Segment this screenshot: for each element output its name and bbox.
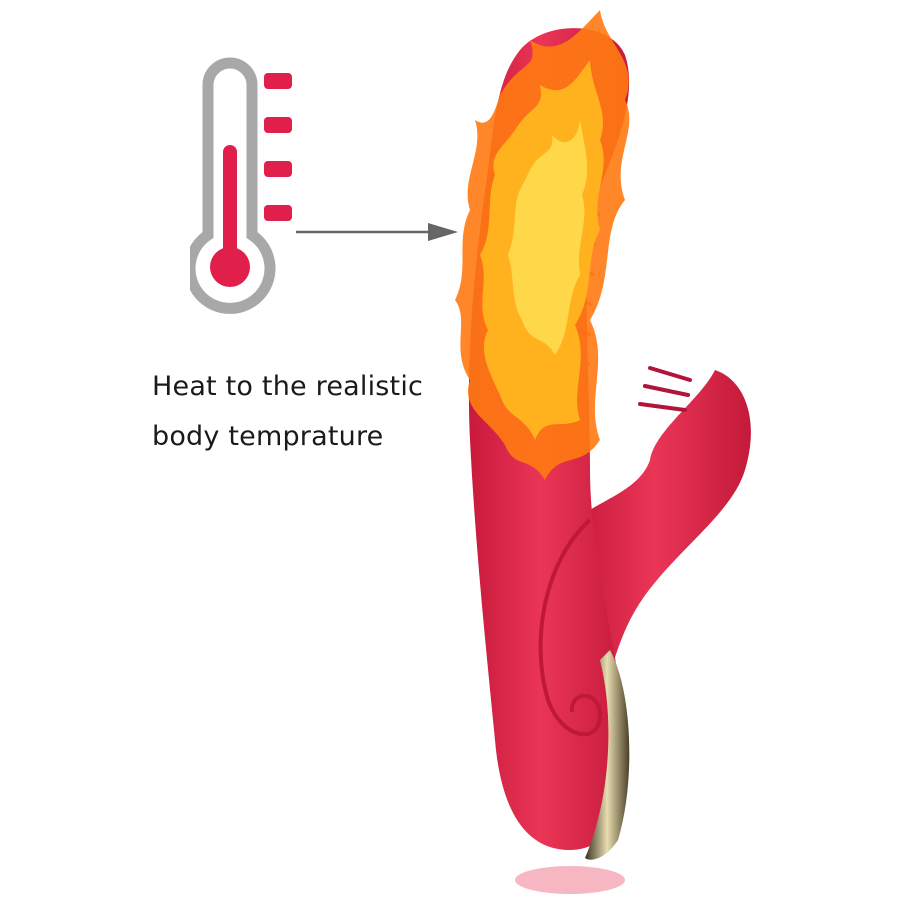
arrow-right-icon bbox=[296, 223, 458, 241]
thermometer-icon bbox=[190, 57, 292, 314]
product-illustration bbox=[455, 10, 751, 894]
clit-arm bbox=[575, 370, 751, 720]
level-mark bbox=[264, 161, 292, 177]
swirl-detail bbox=[538, 518, 603, 737]
feature-caption: Heat to the realistic body temprature bbox=[152, 362, 423, 462]
caption-line-2: body temprature bbox=[152, 421, 384, 452]
tickler-teeth bbox=[638, 366, 692, 412]
level-mark bbox=[264, 205, 292, 221]
caption-line-1: Heat to the realistic bbox=[152, 371, 424, 402]
gold-band bbox=[585, 650, 630, 860]
flame-icon bbox=[455, 10, 630, 480]
level-mark bbox=[264, 73, 292, 89]
level-mark bbox=[264, 117, 292, 133]
